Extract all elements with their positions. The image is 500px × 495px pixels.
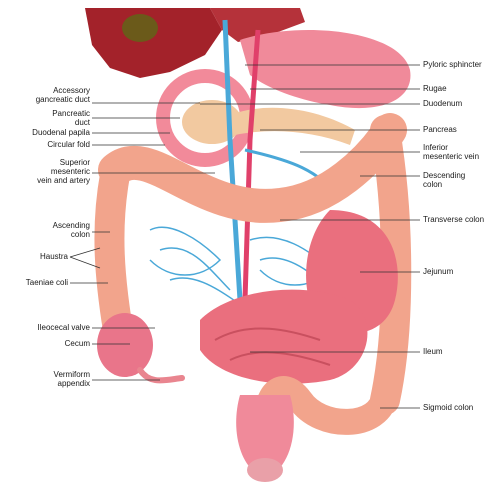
label-superior-mesenteric: Superior mesenteric vein and artery xyxy=(37,158,90,185)
superior-mesenteric-artery xyxy=(242,29,261,301)
label-cecum: Cecum xyxy=(64,339,90,348)
label-haustra: Haustra xyxy=(39,252,68,261)
label-taeniae-coli: Taeniae coli xyxy=(25,278,68,287)
label-ascending-colon: Ascending colon xyxy=(52,221,90,239)
label-descending-colon: Descending colon xyxy=(423,171,466,189)
label-pancreas: Pancreas xyxy=(423,125,457,134)
anal-canal xyxy=(247,458,283,482)
rectum xyxy=(236,395,294,478)
liver xyxy=(85,8,222,78)
leader-lines xyxy=(69,64,420,409)
vermiform-appendix xyxy=(137,367,185,384)
ileum-loops xyxy=(214,327,331,366)
label-pyloric-sphincter: Pyloric sphincter xyxy=(423,60,482,69)
gallbladder xyxy=(122,14,158,42)
label-vermiform-appendix: Vermiform appendix xyxy=(53,370,90,388)
label-transverse-colon: Transverse colon xyxy=(423,215,485,224)
label-sigmoid-colon: Sigmoid colon xyxy=(423,403,474,412)
ileum xyxy=(200,289,368,384)
superior-mesenteric-vein xyxy=(222,19,243,301)
cecum xyxy=(97,313,153,377)
label-duodenal-papila: Duodenal papila xyxy=(32,128,90,137)
pancreas-tail xyxy=(230,107,355,145)
label-pancreatic-duct: Pancreatic duct xyxy=(52,109,90,127)
label-circular-fold: Circular fold xyxy=(47,140,90,149)
label-ileum: Ileum xyxy=(423,347,443,356)
ascending-colon xyxy=(94,160,133,345)
transverse-colon xyxy=(98,113,407,223)
stomach xyxy=(240,30,411,109)
label-jejunum: Jejunum xyxy=(423,267,454,276)
label-rugae: Rugae xyxy=(423,84,447,93)
sigmoid-colon xyxy=(255,376,398,435)
liver-right-lobe xyxy=(210,8,305,42)
label-duodenum: Duodenum xyxy=(423,99,463,108)
label-accessory-pancreatic-duct: Accessory gancreatic duct xyxy=(35,86,90,104)
label-inferior-mesenteric-vein: Inferior mesenteric vein xyxy=(423,143,480,161)
label-ileocecal-valve: Ileocecal valve xyxy=(37,323,90,332)
